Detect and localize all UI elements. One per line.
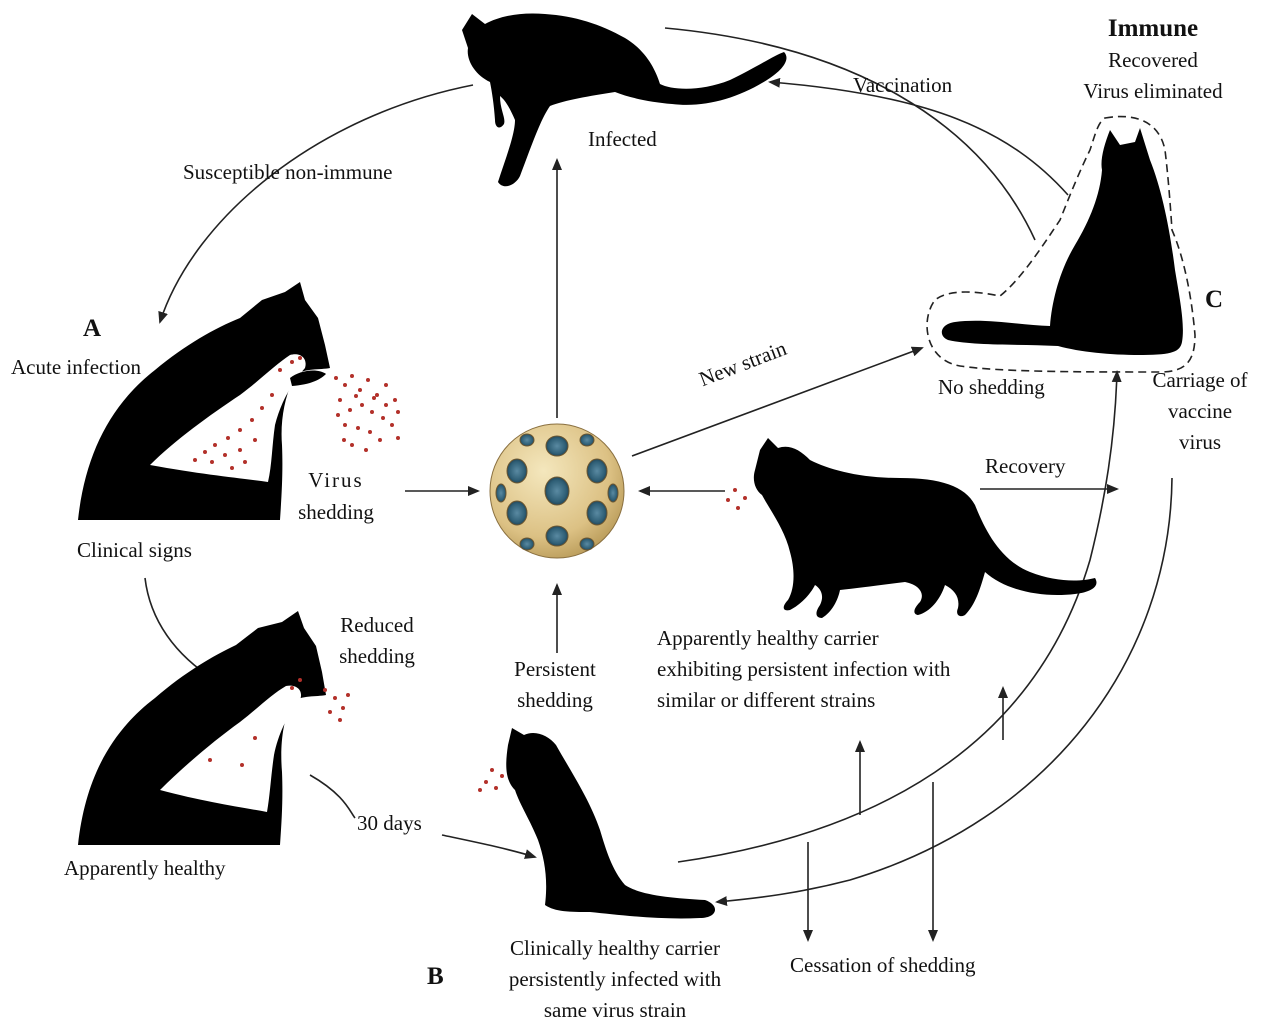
susceptible-label: Susceptible non-immune bbox=[183, 157, 392, 187]
clinical-signs-label: Clinical signs bbox=[77, 535, 192, 565]
clinical-carrier-line-1: Clinically healthy carrier bbox=[470, 933, 760, 963]
infected-cat-icon bbox=[462, 13, 786, 186]
infected-label: Infected bbox=[588, 124, 657, 154]
carrier-droplets bbox=[726, 488, 747, 510]
persistent-shedding-line-1: Persistent bbox=[490, 654, 620, 684]
cessation-label: Cessation of shedding bbox=[790, 950, 975, 980]
carriage-line-3: virus bbox=[1135, 427, 1265, 457]
carrier-line-1: Apparently healthy carrier bbox=[657, 623, 879, 653]
letter-a: A bbox=[83, 314, 101, 344]
no-shedding-label: No shedding bbox=[938, 372, 1045, 402]
letter-b: B bbox=[427, 962, 444, 992]
virus-eliminated-label: Virus eliminated bbox=[1060, 76, 1246, 106]
recovery-label: Recovery bbox=[985, 451, 1065, 481]
arrow-susceptible-to-acute bbox=[160, 85, 473, 322]
virus-shedding-line-1: Virus bbox=[276, 465, 396, 495]
reduced-shedding-line-1: Reduced bbox=[315, 610, 439, 640]
recovered-label: Recovered bbox=[1070, 45, 1236, 75]
arrow-30-days-b bbox=[442, 835, 535, 857]
persistent-shedding-line-2: shedding bbox=[490, 685, 620, 715]
carrier-line-2: exhibiting persistent infection with bbox=[657, 654, 950, 684]
acute-droplet-cloud bbox=[334, 374, 400, 452]
carriage-line-1: Carriage of bbox=[1135, 365, 1265, 395]
arc-immune-outer bbox=[665, 28, 1035, 240]
acute-infection-label: Acute infection bbox=[11, 352, 141, 382]
clinical-carrier-line-2: persistently infected with bbox=[470, 964, 760, 994]
immune-cat-icon bbox=[942, 128, 1183, 355]
carrier-b-droplets bbox=[478, 768, 504, 792]
reduced-shedding-line-2: shedding bbox=[315, 641, 439, 671]
carriage-line-2: vaccine bbox=[1135, 396, 1265, 426]
healthy-cat-icon bbox=[78, 611, 326, 845]
apparently-healthy-label: Apparently healthy bbox=[64, 853, 226, 883]
arrow-30-days bbox=[310, 775, 355, 818]
thirty-days-label: 30 days bbox=[357, 808, 422, 838]
letter-c: C bbox=[1205, 285, 1223, 315]
carrier-b-cat-icon bbox=[506, 728, 715, 918]
clinical-carrier-line-3: same virus strain bbox=[470, 995, 760, 1022]
virion-icon bbox=[490, 424, 624, 558]
immune-heading: Immune bbox=[1096, 14, 1210, 44]
carrier-line-3: similar or different strains bbox=[657, 685, 875, 715]
virus-shedding-line-2: shedding bbox=[276, 497, 396, 527]
healthy-cat-group bbox=[78, 611, 326, 845]
vaccination-label: Vaccination bbox=[853, 70, 952, 100]
arrow-carrier-b-to-c bbox=[678, 372, 1117, 862]
